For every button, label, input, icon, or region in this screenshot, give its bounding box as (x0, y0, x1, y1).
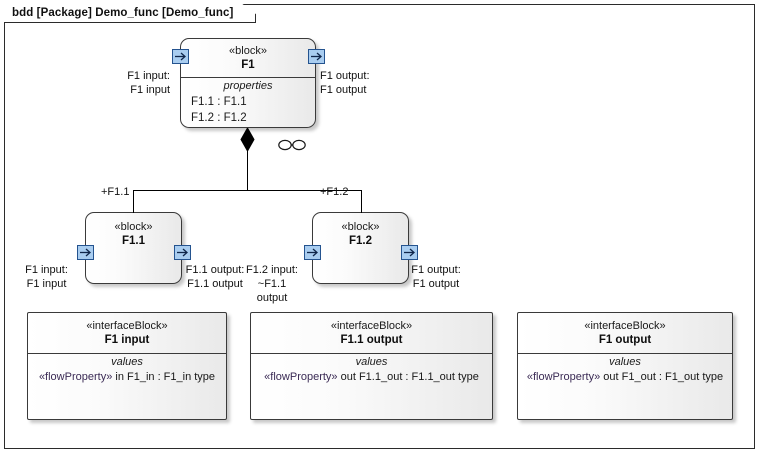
flow-property-stereotype: «flowProperty» (38, 371, 113, 383)
port-label-f1-input-line2: F1 input (130, 83, 170, 96)
arrow-right-icon (175, 52, 186, 61)
interface-block-f1-output-header: «interfaceBlock» F1 output (518, 313, 732, 347)
port-label-f11-input: F1 input: F1 input (18, 264, 75, 292)
interface-block-f1-input-stereotype: «interfaceBlock» (86, 320, 168, 332)
diagram-frame (4, 4, 755, 449)
port-f1-input[interactable] (172, 49, 189, 64)
interface-block-f1-output-values-compartment: values «flowProperty» out F1_out : F1_ou… (518, 356, 732, 383)
interface-block-f1-output-compartment-title: values (609, 356, 641, 368)
block-f1-compartment-title: properties (223, 80, 273, 92)
block-f12-header: «block» F1.2 (313, 213, 408, 248)
interface-block-f11-output-flow-property: «flowProperty» out F1.1_out : F1.1_out t… (251, 371, 492, 383)
interface-block-f1-input-divider (28, 353, 226, 354)
block-f11-name: F1.1 (121, 235, 145, 248)
diagram-frame-label: bdd [Package] Demo_func [Demo_func] (4, 4, 256, 23)
interface-block-f11-output[interactable]: «interfaceBlock» F1.1 output values «flo… (250, 312, 493, 420)
arrow-right-icon (307, 248, 318, 257)
interface-block-f11-output-compartment-title: values (355, 356, 388, 368)
port-label-f12-output-line1: F1 output: (411, 264, 461, 276)
port-label-f11-input-line2: F1 input (26, 277, 67, 290)
arrow-right-icon (80, 248, 91, 257)
port-label-f1-output-line2: F1 output (320, 83, 367, 96)
composition-branch-f11 (133, 190, 134, 213)
flow-property-text: out F1.1_out : F1.1_out type (340, 371, 479, 383)
port-f11-output[interactable] (174, 245, 191, 260)
block-f11-header: «block» F1.1 (86, 213, 181, 248)
flow-property-text: in F1_in : F1_in type (115, 371, 216, 383)
interface-block-f1-input[interactable]: «interfaceBlock» F1 input values «flowPr… (27, 312, 227, 420)
block-f11-stereotype: «block» (114, 221, 153, 233)
block-f11[interactable]: «block» F1.1 (85, 212, 182, 284)
block-f12-stereotype: «block» (341, 221, 380, 233)
flow-property-text: out F1_out : F1_out type (603, 371, 724, 383)
port-label-f11-output: F1.1 output: F1.1 output (180, 264, 250, 292)
interface-block-f1-output[interactable]: «interfaceBlock» F1 output values «flowP… (517, 312, 733, 420)
block-f1-properties-compartment: properties F1.1 : F1.1 F1.2 : F1.2 (181, 80, 315, 126)
interface-block-f11-output-stereotype: «interfaceBlock» (330, 320, 413, 332)
port-f12-input[interactable] (304, 245, 321, 260)
interface-block-f1-input-header: «interfaceBlock» F1 input (28, 313, 226, 347)
interface-block-f11-output-divider (251, 353, 492, 354)
block-f1-divider (181, 77, 315, 78)
port-label-f12-input: F1.2 input: ~F1.1 output (240, 264, 304, 305)
interface-block-f1-output-stereotype: «interfaceBlock» (584, 320, 666, 332)
composition-stem (247, 128, 248, 191)
block-f12[interactable]: «block» F1.2 (312, 212, 409, 284)
composition-diamond-icon (240, 128, 255, 151)
interface-block-f1-output-divider (518, 353, 732, 354)
port-f12-output[interactable] (401, 245, 418, 260)
role-label-f11: +F1.1 (101, 186, 130, 198)
port-label-f11-output-line2: F1.1 output (187, 277, 243, 290)
block-f1-stereotype: «block» (229, 45, 267, 57)
port-label-f1-output-line1: F1 output: (320, 70, 370, 82)
interface-block-f11-output-values-compartment: values «flowProperty» out F1.1_out : F1.… (251, 356, 492, 383)
port-label-f1-output: F1 output: F1 output (320, 70, 440, 98)
arrow-right-icon (177, 248, 188, 257)
role-label-f12: +F1.2 (320, 186, 349, 198)
chain-link-icon (278, 139, 306, 151)
flow-property-stereotype: «flowProperty» (526, 371, 601, 383)
composition-bus (133, 190, 362, 191)
flow-property-stereotype: «flowProperty» (264, 371, 338, 383)
port-label-f12-input-line2: ~F1.1 (257, 277, 287, 290)
interface-block-f1-output-flow-property: «flowProperty» out F1_out : F1_out type (518, 371, 732, 383)
interface-block-f1-input-values-compartment: values «flowProperty» in F1_in : F1_in t… (28, 356, 226, 383)
interface-block-f1-input-flow-property: «flowProperty» in F1_in : F1_in type (28, 371, 226, 383)
port-label-f11-output-line1: F1.1 output: (185, 264, 245, 276)
composition-branch-f12 (361, 190, 362, 213)
port-label-f12-output: F1 output: F1 output (404, 264, 468, 292)
block-f1-header: «block» F1 (181, 39, 315, 72)
interface-block-f11-output-header: «interfaceBlock» F1.1 output (251, 313, 492, 347)
port-label-f12-input-line1: F1.2 input: (246, 264, 298, 276)
port-f11-input[interactable] (77, 245, 94, 260)
port-f1-output[interactable] (308, 49, 325, 64)
block-f1[interactable]: «block» F1 properties F1.1 : F1.1 F1.2 :… (180, 38, 316, 151)
port-label-f12-output-line2: F1 output (412, 277, 460, 290)
block-f1-property-0: F1.1 : F1.1 (191, 96, 247, 108)
block-f12-name: F1.2 (348, 235, 372, 248)
arrow-right-icon (404, 248, 415, 257)
block-f1-property-1: F1.2 : F1.2 (191, 111, 247, 124)
port-label-f12-input-line3: output (256, 291, 288, 304)
block-f1-name: F1 (241, 59, 255, 72)
port-label-f1-input: F1 input: F1 input (60, 70, 170, 98)
arrow-right-icon (311, 52, 322, 61)
port-label-f1-input-line1: F1 input: (127, 70, 170, 82)
interface-block-f1-output-name: F1 output (598, 334, 652, 347)
interface-block-f11-output-name: F1.1 output (340, 334, 403, 347)
interface-block-f1-input-compartment-title: values (111, 356, 143, 368)
interface-block-f1-input-name: F1 input (104, 334, 150, 347)
port-label-f11-input-line1: F1 input: (25, 264, 68, 276)
